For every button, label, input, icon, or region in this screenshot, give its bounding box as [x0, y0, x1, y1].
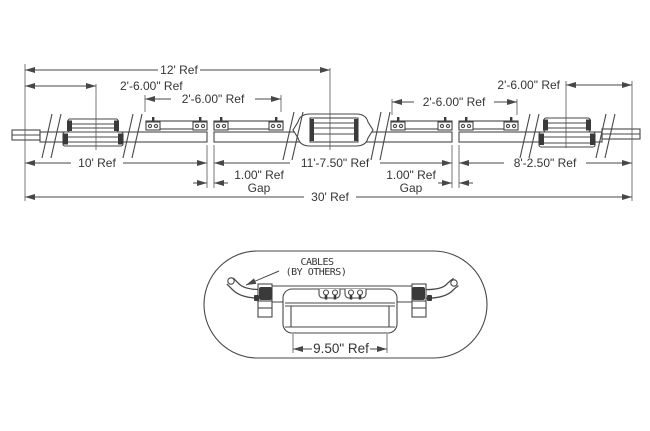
dim-label-30ft: 30' Ref [311, 190, 349, 204]
plan-view [11, 111, 641, 161]
dimensions: 12' Ref 2'-6.00" Ref 2'-6.00" Ref 2'-6.0… [24, 63, 633, 204]
conductor-rails [145, 117, 519, 131]
dim-label-9-50: 9.50" Ref [313, 341, 369, 356]
gap-left-label-line1: 1.00" Ref [234, 168, 284, 182]
dim-label-8ft: 8'-2.50" Ref [514, 156, 577, 170]
terminal-clamps [318, 289, 367, 300]
cables-note-line1: CABLES [300, 257, 334, 268]
dimension-lines [25, 67, 632, 200]
rail-bolts [152, 117, 513, 121]
cables-note-line2: (BY OTHERS) [286, 267, 347, 278]
gap-left-label-line2: Gap [248, 181, 271, 195]
rail-clips [145, 121, 519, 131]
dim-label-rail-group-1: 2'-6.00" Ref [182, 92, 245, 106]
dim-label-11ft: 11'-7.50" Ref [301, 156, 370, 170]
detail-view: 9.50" Ref CABLES (BY OTHERS) [203, 250, 488, 359]
leader-line [245, 270, 280, 286]
detail-dimension [292, 334, 388, 353]
gap-right-label-line1: 1.00" Ref [386, 168, 436, 182]
dim-label-left-splice-offset: 2'-6.00" Ref [120, 79, 183, 93]
dim-label-12ft: 12' Ref [160, 63, 198, 77]
dim-label-right-end-offset: 2'-6.00" Ref [497, 78, 560, 92]
dim-label-rail-group-2: 2'-6.00" Ref [423, 95, 486, 109]
cable-clamps [254, 283, 432, 318]
splice-cover-left [62, 118, 124, 147]
break-marks [41, 111, 616, 161]
cables [226, 277, 459, 299]
extension-lines [24, 64, 633, 201]
splice-cover-right [538, 117, 596, 148]
dim-label-10ft: 10' Ref [78, 156, 116, 170]
gap-right-label-line2: Gap [400, 181, 423, 195]
detail-boundary [203, 250, 488, 359]
splice-cover-middle [292, 113, 374, 147]
splice-body [282, 288, 398, 334]
